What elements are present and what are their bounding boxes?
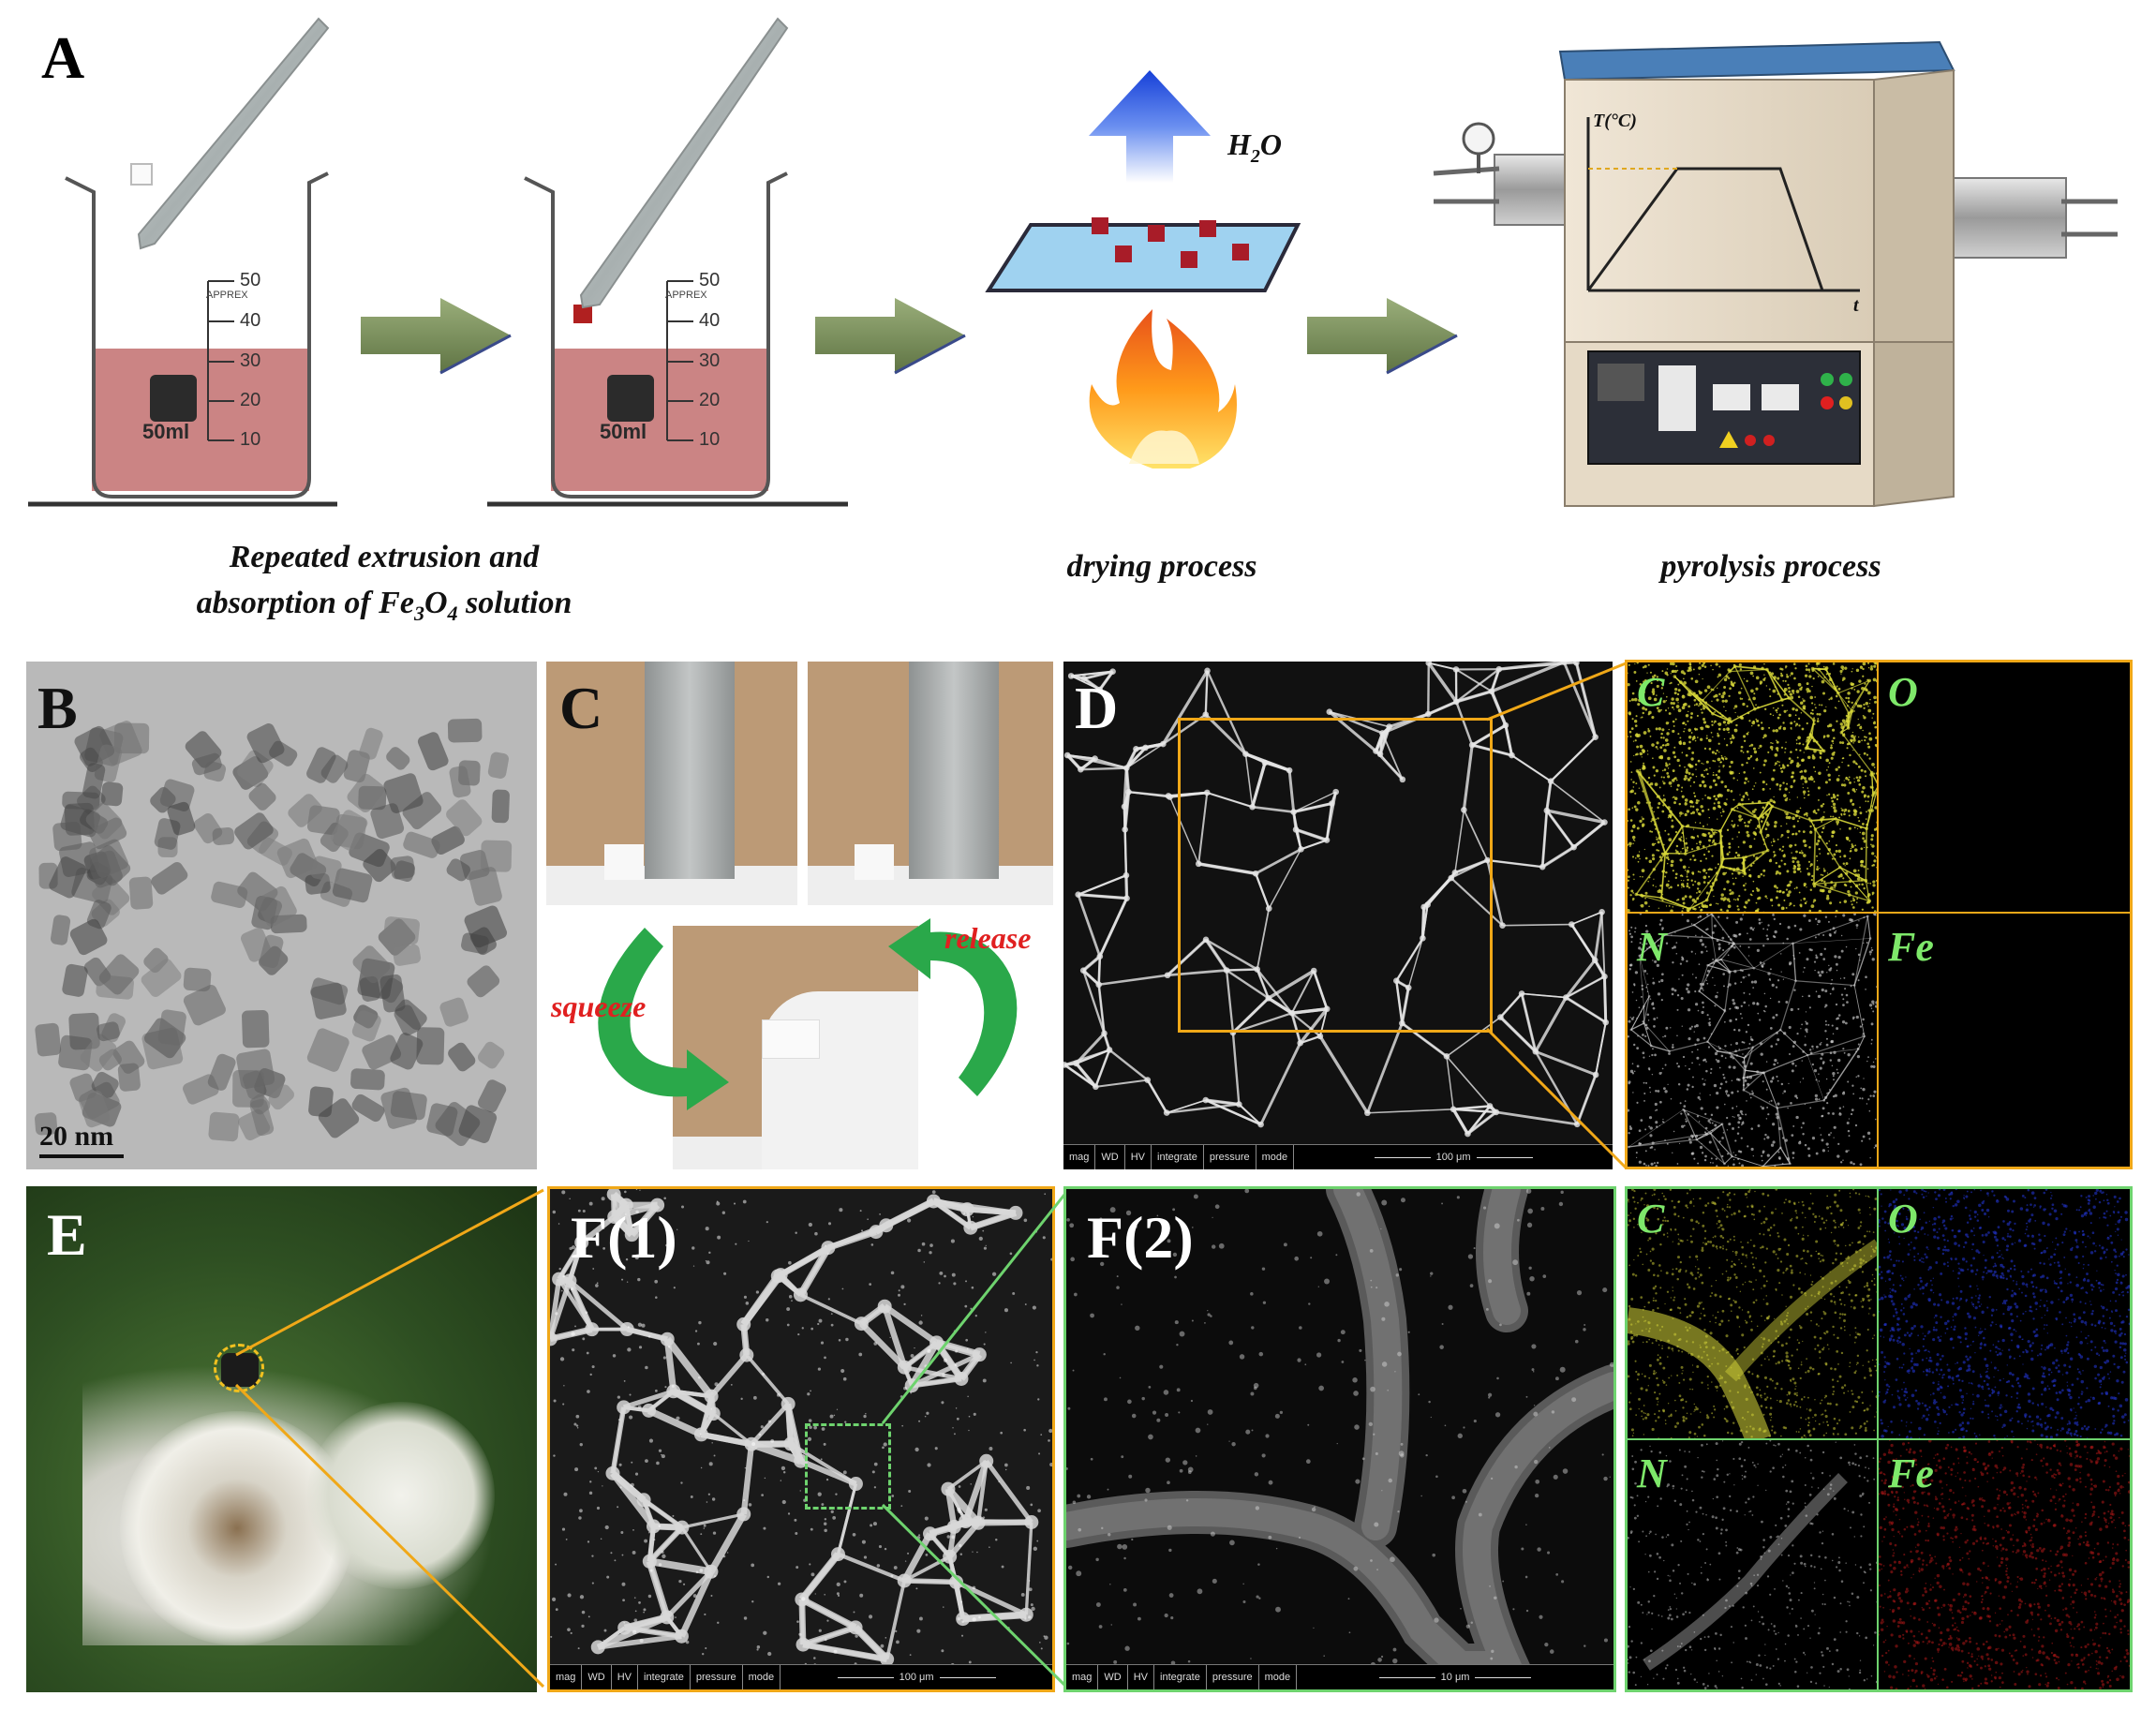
panel-d-sem-image: D mag WD HV integrate pressure mode 100 … [1063,662,1613,1169]
sem-f2-scale: 10 μm [1440,1672,1470,1683]
map-d-o [1879,662,2130,914]
map-f2-o-label: O [1888,1196,1918,1242]
caption-pyrolysis: pyrolysis process [1660,549,1881,584]
beaker-2-tick-10: 10 [699,429,720,450]
beaker-1-tick-10: 10 [240,429,260,450]
drying-plate [985,223,1301,292]
caption-extrusion-line1: Repeated extrusion and [229,540,540,574]
panel-e-zoom-lines [234,1188,545,1689]
map-d-n [1628,914,1879,1167]
sem-f2-integrate: integrate [1154,1665,1207,1689]
panel-f2-element-maps: C O N Fe [1625,1186,2133,1692]
panel-c-photo-squeeze [673,926,918,1169]
release-label: release [944,921,1031,955]
map-f2-c [1628,1189,1879,1440]
panel-d-element-maps: C O N Fe [1625,660,2133,1169]
tem-scale-bar: 20 nm [39,1121,152,1158]
sem-f1-mag: mag [550,1665,583,1689]
beaker-1-tick-50: 50 [240,270,260,290]
beaker-2-tick-30: 30 [699,350,720,371]
sem-f2-pressure: pressure [1207,1665,1259,1689]
furnace-x-axis-label: t [1853,295,1860,316]
panel-label-e: E [47,1201,87,1268]
map-f2-n [1628,1440,1879,1689]
vapor-arrow [1089,70,1211,183]
sem-f1-zoom-box [805,1423,891,1510]
beaker-2 [487,17,848,507]
beaker-2-tick-50: 50 [699,270,720,290]
process-arrow-1 [361,298,511,373]
caption-drying: drying process [1066,549,1257,584]
process-arrow-2 [815,298,965,373]
panel-f2-sem-image: F(2) mag WD HV integrate pressure mode 1… [1063,1186,1616,1692]
map-f2-n-label: N [1637,1451,1667,1496]
sem-f1-mode: mode [743,1665,781,1689]
beaker-2-volume: 50ml [600,420,647,443]
process-arrow-3 [1307,298,1457,373]
panel-c-photo-after [808,662,1053,905]
sem-f1-pressure: pressure [691,1665,743,1689]
map-f2-o [1879,1189,2130,1440]
sem-f1-hv: HV [612,1665,639,1689]
map-d-c-label: C [1637,669,1665,715]
squeeze-label: squeeze [550,989,646,1023]
beaker-1-tick-20: 20 [240,390,260,410]
panel-label-c: C [559,675,603,741]
sem-d-mag: mag [1063,1145,1096,1169]
squeeze-release-arrows: squeeze release [550,918,1031,1110]
sem-f2-mode: mode [1259,1665,1298,1689]
sem-f2-wd: WD [1098,1665,1128,1689]
beaker-1-volume: 50ml [142,420,189,443]
sem-d-hv: HV [1125,1145,1152,1169]
sem-f1-scale: 100 μm [899,1672,934,1683]
sem-d-wd: WD [1095,1145,1125,1169]
sem-f2-hv: HV [1128,1665,1155,1689]
panel-e-dandelion-photo: E [26,1186,537,1692]
panel-label-a: A [41,24,85,91]
map-d-fe-label: Fe [1888,924,1934,970]
panel-b-tem-image: B 20 nm [26,662,537,1169]
flame-icon [1089,309,1237,469]
panel-label-f1: F(1) [571,1204,677,1271]
panel-f1-zoom-lines [881,1189,1070,1690]
map-d-n-label: N [1637,924,1667,970]
beaker-1-tick-30: 30 [240,350,260,371]
sem-d-integrate: integrate [1152,1145,1204,1169]
sem-d-scale: 100 μm [1435,1152,1471,1163]
map-f2-fe-label: Fe [1888,1451,1934,1496]
beaker-2-tick-20: 20 [699,390,720,410]
panel-d-zoom-lines [1485,662,1628,1169]
sem-d-pressure: pressure [1204,1145,1256,1169]
sem-d-mode: mode [1256,1145,1295,1169]
beaker-1 [28,17,337,507]
panel-a-illustration: 50 40 30 20 10 APPREX 50ml 50 40 30 20 1… [28,17,2118,508]
panel-c-photo-before: C [546,662,797,905]
beaker-2-brand: APPREX [665,290,707,301]
map-f2-c-label: C [1637,1196,1665,1242]
beaker-1-tick-40: 40 [240,310,260,331]
sem-f2-mag: mag [1066,1665,1099,1689]
beaker-2-tick-40: 40 [699,310,720,331]
caption-extrusion-line2: absorption of Fe3O4 solution [196,586,572,626]
panel-label-d: D [1075,675,1119,741]
sem-f1-wd: WD [582,1665,612,1689]
sem-d-zoom-box [1178,718,1493,1033]
panel-label-b: B [37,675,78,741]
caption-extrusion: Repeated extrusion and absorption of Fe3… [141,534,628,629]
map-d-c [1628,662,1879,914]
tube-furnace [1433,40,2118,508]
sem-f2-info-bar: mag WD HV integrate pressure mode 10 μm [1066,1664,1613,1689]
sem-f1-integrate: integrate [638,1665,691,1689]
sem-d-info-bar: mag WD HV integrate pressure mode 100 μm [1063,1144,1613,1169]
map-f2-fe [1879,1440,2130,1689]
panel-label-f2: F(2) [1087,1204,1194,1271]
beaker-1-brand: APPREX [206,290,248,301]
furnace-y-axis-label: T(°C) [1593,111,1637,131]
map-d-o-label: O [1888,669,1918,715]
panel-f1-sem-image: F(1) mag WD HV integrate pressure mode 1… [547,1186,1055,1692]
vapor-label: H2O [1227,127,1282,167]
tem-scale-text: 20 nm [39,1121,114,1152]
sem-f1-info-bar: mag WD HV integrate pressure mode 100 μm [550,1664,1052,1689]
